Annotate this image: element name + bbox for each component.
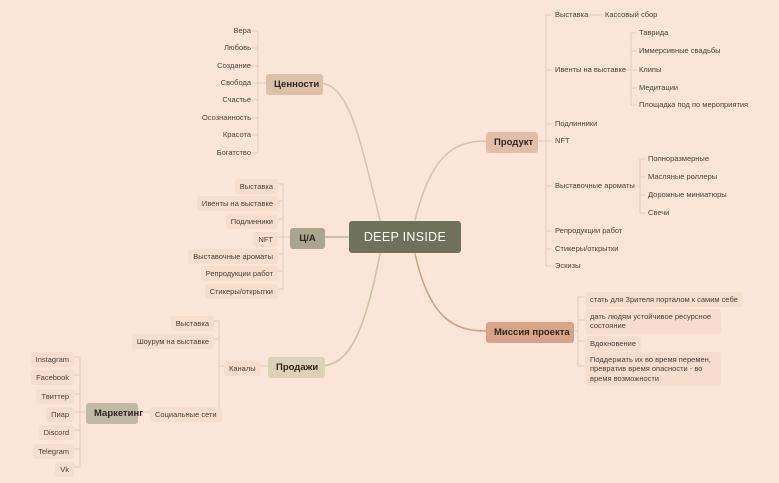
leaf-audience[interactable]: Стикеры/открытки bbox=[204, 284, 278, 300]
leaf-value[interactable]: Счастье bbox=[222, 95, 251, 104]
product-nft[interactable]: NFT bbox=[555, 136, 570, 145]
mission-item[interactable]: Вдохновение bbox=[585, 336, 642, 352]
marketing-channel[interactable]: Пиар bbox=[46, 407, 74, 423]
product-originals[interactable]: Подлинники bbox=[555, 119, 598, 128]
leaf-audience[interactable]: Ивенты на выставке bbox=[196, 196, 278, 212]
sales-item[interactable]: Шоурум на выставке bbox=[131, 334, 214, 350]
product-events[interactable]: Ивенты на выставке bbox=[555, 65, 627, 74]
aroma-item[interactable]: Масляные роллеры bbox=[648, 172, 718, 181]
marketing-channel[interactable]: Telegram bbox=[33, 444, 74, 460]
event-item[interactable]: Иммерсивные свадьбы bbox=[639, 46, 721, 55]
marketing-channel[interactable]: Discord bbox=[38, 425, 74, 441]
marketing-channel[interactable]: Твиттер bbox=[36, 389, 74, 405]
sales-item[interactable]: Выставка bbox=[170, 316, 214, 332]
event-item[interactable]: Площадка под по мероприятия bbox=[639, 100, 749, 109]
leaf-value[interactable]: Богатство bbox=[216, 148, 251, 157]
product-exhibition[interactable]: Выставка bbox=[555, 10, 589, 19]
branch-mission[interactable]: Миссия проекта bbox=[486, 322, 574, 343]
branch-product[interactable]: Продукт bbox=[486, 132, 538, 153]
central-topic[interactable]: DEEP INSIDE bbox=[349, 221, 461, 253]
branch-marketing[interactable]: Маркетинг bbox=[86, 403, 143, 424]
leaf-value[interactable]: Свобода bbox=[220, 78, 251, 87]
leaf-value[interactable]: Красота bbox=[222, 130, 251, 139]
leaf-value[interactable]: Создание bbox=[217, 61, 251, 70]
mission-item[interactable]: дать людям устойчивое ресурсное состояни… bbox=[585, 309, 721, 334]
event-item[interactable]: Медитации bbox=[639, 83, 679, 92]
product-box-office[interactable]: Кассовый сбор bbox=[605, 10, 658, 19]
event-item[interactable]: Таврида bbox=[639, 28, 669, 37]
leaf-value[interactable]: Вера bbox=[233, 26, 251, 35]
aroma-item[interactable]: Дорожные миниатюры bbox=[648, 190, 727, 199]
product-sketches[interactable]: Эскизы bbox=[555, 261, 581, 270]
product-reproductions[interactable]: Репродукции работ bbox=[555, 226, 623, 235]
leaf-value[interactable]: Любовь bbox=[224, 43, 251, 52]
leaf-audience[interactable]: Репродукции работ bbox=[200, 266, 278, 282]
mission-item[interactable]: стать для Зрителя порталом к самим себе bbox=[585, 292, 743, 308]
marketing-channel[interactable]: Instagram bbox=[30, 352, 74, 368]
mission-item[interactable]: Поддержать их во время перемен, преврати… bbox=[585, 352, 721, 387]
branch-sales[interactable]: Продажи bbox=[268, 357, 325, 378]
event-item[interactable]: Клипы bbox=[639, 65, 662, 74]
sales-social[interactable]: Социальные сети bbox=[150, 407, 222, 423]
leaf-audience[interactable]: Выставочные ароматы bbox=[188, 249, 278, 265]
marketing-channel[interactable]: Vk bbox=[55, 462, 74, 478]
branch-values[interactable]: Ценности bbox=[266, 74, 323, 95]
leaf-value[interactable]: Осознанность bbox=[201, 113, 251, 122]
sales-channels[interactable]: Каналы bbox=[224, 361, 261, 377]
aroma-item[interactable]: Полноразмерные bbox=[648, 154, 709, 163]
product-stickers[interactable]: Стикеры/открытки bbox=[555, 244, 619, 253]
leaf-audience[interactable]: Выставка bbox=[234, 179, 278, 195]
product-aromas[interactable]: Выставочные ароматы bbox=[555, 181, 635, 190]
marketing-channel[interactable]: Facebook bbox=[31, 370, 74, 386]
leaf-audience[interactable]: Подлинники bbox=[225, 214, 278, 230]
branch-audience[interactable]: Ц/А bbox=[290, 228, 325, 249]
leaf-audience[interactable]: NFT bbox=[253, 232, 278, 248]
aroma-item[interactable]: Свечи bbox=[648, 208, 670, 217]
